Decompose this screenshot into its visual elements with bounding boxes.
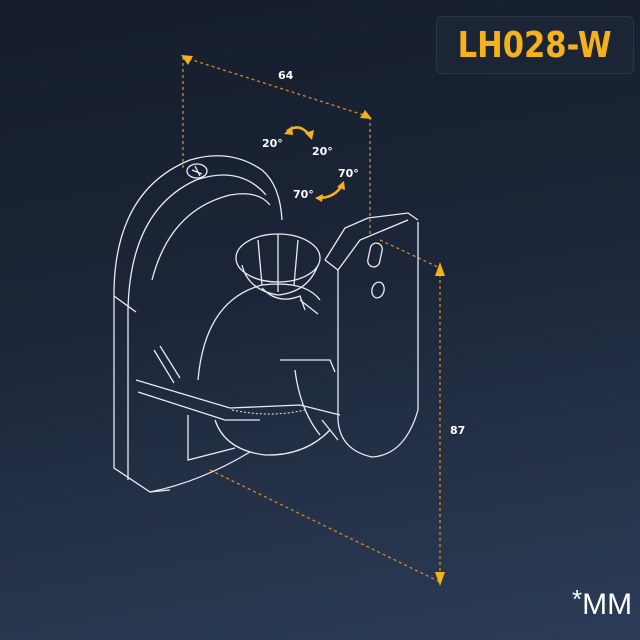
swivel-right-label: 70° bbox=[338, 167, 359, 180]
tilt-right-label: 20° bbox=[312, 145, 333, 158]
model-badge: LH028-W bbox=[436, 16, 634, 74]
bracket-outline bbox=[113, 155, 419, 493]
dimension-arrowheads bbox=[181, 55, 445, 586]
unit-text: MM bbox=[582, 588, 633, 621]
swivel-left-label: 70° bbox=[293, 188, 314, 201]
tilt-left-label: 20° bbox=[262, 137, 283, 150]
unit-prefix: * bbox=[572, 584, 583, 614]
unit-label: *MM bbox=[572, 584, 633, 622]
width-dimension-label: 64 bbox=[278, 69, 294, 82]
dimension-lines bbox=[182, 56, 441, 583]
model-name: LH028-W bbox=[457, 24, 613, 66]
height-dimension-label: 87 bbox=[450, 424, 466, 437]
